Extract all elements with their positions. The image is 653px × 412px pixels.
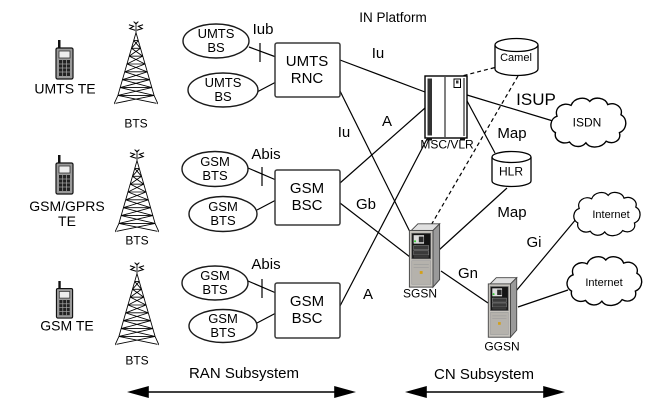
ran-arrow-right-head (334, 385, 356, 399)
link-msc-hlr-map (465, 98, 496, 154)
link-sgsn-ggsn-gn (440, 270, 489, 304)
iface-a-top: A (381, 112, 393, 130)
umts-bs-1-ellipse (182, 23, 250, 59)
ran-subsystem-label: RAN Subsystem (188, 364, 300, 382)
link-camel-sgsn-dashed (429, 75, 519, 228)
gsm-bts-3-label: GSM BTS (200, 268, 230, 297)
link-gsmbts2-bsc1 (256, 199, 277, 211)
ggsn-label: GGSN (484, 339, 520, 354)
iface-iu-top: Iu (371, 44, 385, 62)
iface-map-bottom: Map (497, 203, 527, 221)
internet-1-label: Internet (592, 209, 630, 222)
internet-2-label: Internet (585, 277, 623, 290)
iface-gn: Gn (457, 264, 479, 282)
bts-tower-3-icon (115, 261, 159, 346)
diagram-title: IN Platform (359, 10, 427, 25)
link-bsc1-sgsn-gb (339, 202, 411, 258)
iface-a-bottom: A (362, 285, 374, 303)
gsm-bsc-1-box (274, 169, 341, 226)
subsystem-arrows (127, 385, 565, 399)
link-gsmbts4-bsc2 (256, 312, 277, 324)
iface-map-top: Map (497, 124, 527, 142)
iface-abis-bottom: Abis (251, 255, 281, 273)
link-umtsbs2-rnc (256, 81, 277, 93)
camel-cylinder (494, 45, 539, 77)
sgsn-label: SGSN (402, 286, 438, 301)
link-msc-isdn-isup (466, 94, 554, 122)
cn-subsystem-label: CN Subsystem (433, 365, 535, 383)
link-hlr-sgsn-map (438, 187, 508, 251)
cn-arrow-right-head (543, 385, 565, 399)
bts-label-2: BTS (125, 233, 149, 248)
iface-isup: ISUP (516, 89, 556, 109)
bts-label-3: BTS (125, 353, 149, 368)
ggsn-server-icon (487, 277, 518, 338)
umts-phone-icon (55, 40, 74, 80)
bts-tower-2-icon (115, 149, 159, 233)
camel-cylinder-top (494, 37, 539, 53)
umts-bs-2-ellipse (187, 72, 259, 108)
gsm-bsc-2-label: GSM BSC (289, 293, 325, 327)
hlr-cylinder (491, 157, 532, 188)
sgsn-server-icon (408, 223, 441, 288)
iface-gb: Gb (355, 195, 377, 213)
ran-arrow-left-head (127, 385, 149, 399)
iface-iu-bottom: Iu (337, 123, 351, 141)
umts-bs-1-label: UMTS BS (197, 26, 235, 55)
link-ggsn-internet2 (517, 289, 569, 308)
connection-lines (247, 43, 578, 324)
gsm-te-label: GSM TE (40, 317, 94, 334)
link-bsc1-msc-a (339, 107, 426, 184)
msc-vlr-icon (424, 75, 468, 141)
iface-abis-top: Abis (251, 145, 281, 163)
iface-iub: Iub (252, 20, 274, 38)
gsm-bsc-2-box (274, 282, 341, 339)
link-umtsbs1-rnc (248, 46, 277, 58)
gsm-bts-2-label: GSM BTS (208, 199, 238, 228)
gsm-gprs-te-label: GSM/GPRS TE (29, 197, 105, 229)
gsm-bts-1-ellipse (181, 150, 249, 188)
gsm-bts-4-label: GSM BTS (208, 311, 238, 340)
hlr-label: HLR (498, 164, 524, 179)
isdn-label: ISDN (572, 115, 602, 130)
gsm-bts-3-ellipse (181, 265, 249, 301)
gprs-phone-icon (55, 155, 74, 195)
umts-rnc-box (274, 42, 341, 98)
cn-arrow-left-head (405, 385, 427, 399)
gsm-bts-2-ellipse (188, 195, 258, 233)
gsm-bsc-1-label: GSM BSC (289, 180, 325, 214)
node-shapes (181, 23, 341, 344)
gsm-phone-icon (55, 281, 74, 319)
umts-bs-2-label: UMTS BS (204, 75, 242, 104)
link-ggsn-internet1-gi (515, 217, 578, 292)
link-rnc-msc-iu (339, 59, 426, 93)
iface-gi: Gi (526, 233, 542, 251)
hlr-cylinder-top (491, 150, 532, 164)
bts-label-1: BTS (124, 116, 148, 131)
bts-tower-1-icon (114, 20, 158, 105)
umts-te-label: UMTS TE (34, 80, 96, 97)
umts-rnc-label: UMTS RNC (285, 53, 329, 87)
link-rnc-sgsn-iu (338, 88, 414, 239)
database-shapes (491, 37, 539, 188)
gsm-bts-4-ellipse (188, 308, 258, 344)
gsm-bts-1-label: GSM BTS (200, 154, 230, 183)
msc-vlr-label: MSC/VLR (420, 137, 474, 152)
link-bsc2-msc-a (339, 138, 428, 307)
camel-label: Camel (500, 52, 532, 65)
